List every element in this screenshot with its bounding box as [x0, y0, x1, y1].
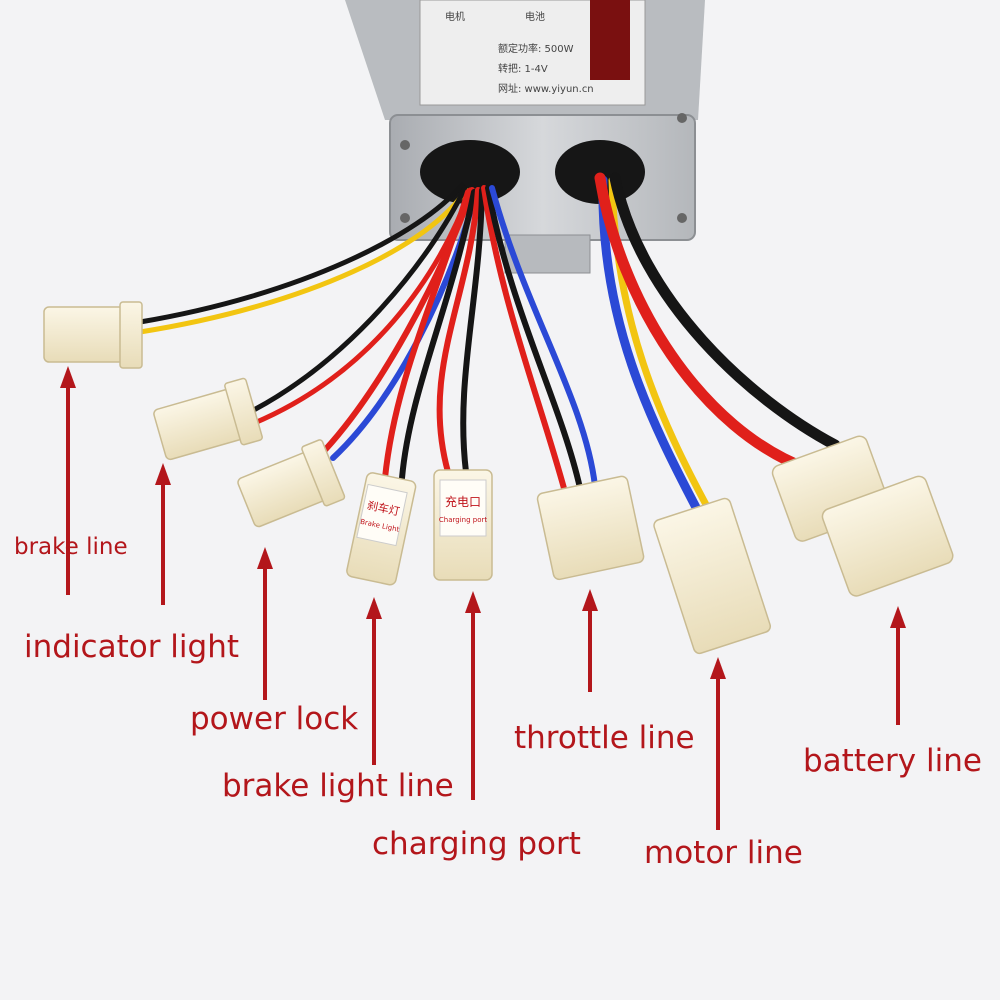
- spec-power-text: 电池: [525, 10, 545, 23]
- battery-line-arrow: [890, 606, 906, 725]
- battery-connector: [771, 435, 954, 597]
- wires: [137, 172, 841, 520]
- screw-icon: [400, 213, 410, 223]
- indicator-light-label: indicator light: [24, 629, 240, 665]
- brake-wire-yellow: [137, 187, 469, 335]
- indicator-wire-black: [247, 185, 468, 415]
- throttle-line-label: throttle line: [514, 720, 695, 756]
- brake-light-line-label: brake light line: [222, 768, 454, 804]
- screw-icon: [400, 140, 410, 150]
- brake-light-tag: 刹车灯 Brake Light: [356, 483, 408, 547]
- brake-line-arrow: [60, 366, 76, 595]
- screw-icon: [677, 213, 687, 223]
- charging-port-arrow: [465, 591, 481, 800]
- throttle-connector: [536, 475, 645, 581]
- charging-tag-en: Charging port: [439, 516, 487, 524]
- battery-wire-black: [609, 172, 841, 451]
- throttle-wire-blue: [489, 185, 598, 489]
- charging-wire-red: [436, 187, 481, 475]
- charging-tag: 充电口 Charging port: [439, 479, 487, 537]
- screw-icon: [677, 113, 687, 123]
- brand-stripe: [590, 0, 630, 80]
- battery-wire-red: [594, 172, 816, 476]
- brake-wire-black: [137, 182, 465, 325]
- motor-wire-blue: [598, 175, 705, 520]
- throttle-wire-red: [481, 185, 568, 495]
- brake-line-label: brake line: [14, 534, 128, 560]
- power-lock-connector: [237, 439, 346, 528]
- brake-light-wire-black: [399, 189, 477, 481]
- charging-wire-black: [460, 187, 485, 475]
- spec-website: 网址: www.yiyun.cn: [498, 82, 594, 95]
- battery-line-label: battery line: [803, 743, 982, 779]
- power-lock-arrow: [257, 547, 273, 700]
- brake-light-tag-cn: 刹车灯: [366, 498, 401, 519]
- brake-light-wire-red: [382, 189, 471, 481]
- charging-tag-cn: 充电口: [445, 494, 481, 509]
- spec-motor-text: 电机: [445, 10, 465, 23]
- spec-rated-power: 额定功率: 500W: [498, 42, 574, 55]
- throttle-line-arrow: [582, 589, 598, 692]
- arrows: [60, 366, 906, 830]
- throttle-wire-black: [485, 185, 583, 491]
- motor-line-label: motor line: [644, 835, 803, 871]
- charging-port-label: charging port: [372, 826, 581, 862]
- motor-connector: [653, 497, 772, 655]
- indicator-light-arrow: [155, 463, 171, 605]
- brake-connector: [43, 301, 143, 369]
- spec-voltage: 转把: 1-4V: [498, 62, 548, 75]
- motor-line-arrow: [710, 657, 726, 830]
- indicator-connector: [153, 377, 263, 461]
- brake-light-line-arrow: [366, 597, 382, 765]
- power-lock-label: power lock: [190, 701, 359, 737]
